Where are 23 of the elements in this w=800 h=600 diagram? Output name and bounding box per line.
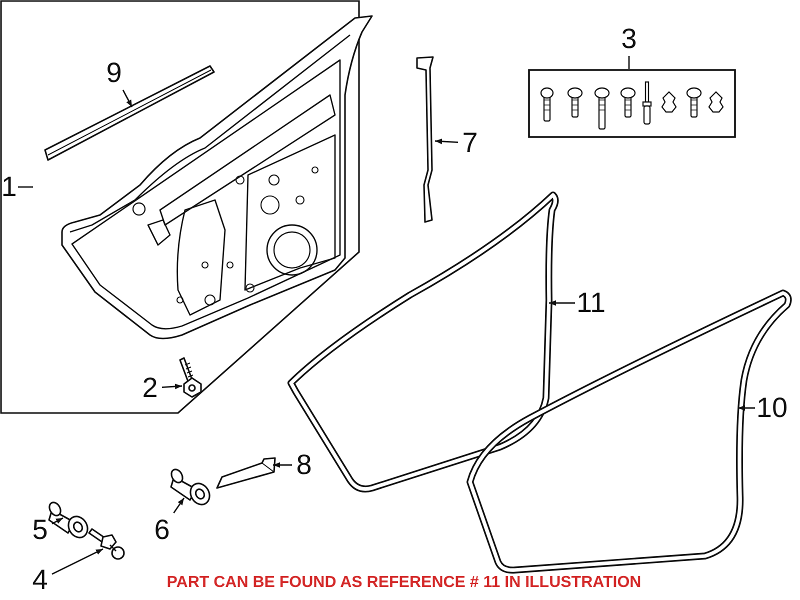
callout-number: 11 (575, 286, 607, 320)
callout-number: 1 (0, 170, 18, 204)
leader-arrow (122, 90, 133, 108)
leader-arrow (173, 498, 185, 514)
leader-line (18, 186, 33, 188)
callout-number: 4 (28, 563, 52, 597)
callout-number: 7 (458, 126, 482, 160)
callout-number: 2 (138, 371, 162, 405)
callout-number: 3 (617, 22, 641, 56)
note-text: PART CAN BE FOUND AS REFERENCE # 11 IN ILLUSTRATION (166, 573, 642, 593)
callout-number: 10 (755, 391, 789, 425)
leader-line (628, 56, 630, 69)
leader-arrow (434, 138, 458, 144)
callout-number: 8 (292, 448, 316, 482)
callout-number: 5 (28, 513, 52, 547)
leader-arrow (273, 462, 292, 468)
leader-arrow (549, 300, 575, 306)
leader-arrow (52, 548, 104, 575)
leader-arrow (52, 517, 64, 524)
callout-number: 6 (150, 513, 174, 547)
callout-number: 9 (102, 56, 126, 90)
leader-arrow (162, 384, 182, 390)
leader-arrow (738, 405, 755, 411)
